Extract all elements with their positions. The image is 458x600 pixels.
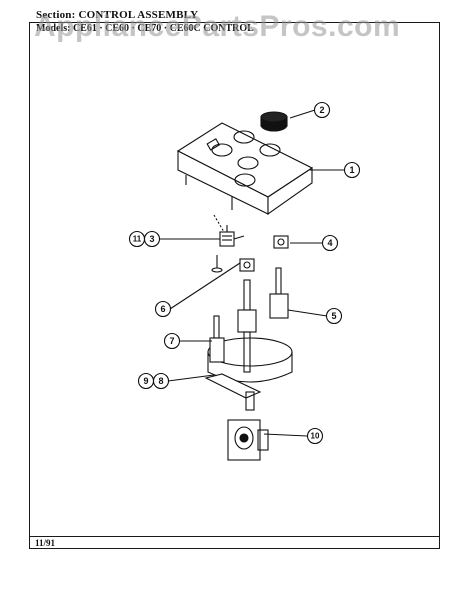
callout-1-label: 1 (349, 165, 354, 175)
thermostat-assembly (204, 267, 293, 411)
callout-9-label: 9 (143, 376, 148, 386)
callout-11-label: 11 (133, 235, 142, 244)
callout-6 (154, 300, 172, 318)
models-line: Models: CE61 · CE60 · CE70 · CE60C CONTR… (36, 23, 254, 34)
callout-3-label: 3 (149, 234, 154, 244)
control-panel (176, 122, 314, 216)
callout-2 (313, 101, 331, 119)
callout-5 (325, 307, 343, 325)
callout-10-label: 10 (311, 432, 320, 441)
callout-5-label: 5 (331, 311, 336, 321)
control-knob (260, 111, 288, 132)
callout-8-label: 8 (158, 376, 163, 386)
clip (273, 235, 289, 249)
section-label: Section: (36, 9, 76, 21)
callout-7-label: 7 (169, 336, 174, 346)
gas-valve (227, 419, 269, 461)
page-frame (29, 22, 440, 549)
callout-10 (306, 427, 324, 445)
callout-2-label: 2 (319, 105, 324, 115)
callout-4-label: 4 (327, 238, 332, 248)
footer-rule (29, 536, 440, 537)
callout-3 (143, 230, 161, 248)
callout-7 (163, 332, 181, 350)
section-title: CONTROL ASSEMBLY (78, 9, 199, 21)
callout-4 (321, 234, 339, 252)
watermark: AppliancePartsPros.com (34, 10, 401, 43)
section-header: Section: CONTROL ASSEMBLY (36, 9, 198, 21)
callout-6-label: 6 (160, 304, 165, 314)
callout-1 (343, 161, 361, 179)
footer-date: 11/91 (35, 538, 56, 548)
clip-6 (239, 258, 255, 272)
callout-8 (152, 372, 170, 390)
